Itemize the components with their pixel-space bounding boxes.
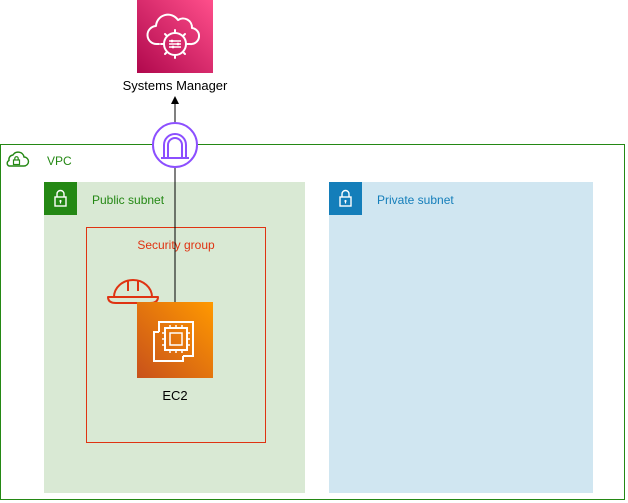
vpc-label: VPC [47,154,72,168]
private-subnet [329,182,593,493]
vpc-cloud-lock-icon [6,151,30,167]
private-subnet-label: Private subnet [377,193,454,207]
security-group [86,227,266,443]
ec2-instance [137,302,213,378]
systems-manager-label: Systems Manager [122,78,228,93]
security-group-label: Security group [137,238,215,252]
public-subnet-padlock-icon [44,182,77,215]
ec2-instance-icon [153,321,194,362]
vpc-container [0,144,625,500]
systems-manager-icon [146,13,201,59]
hard-hat-icon [107,279,159,304]
private-subnet-padlock-icon [329,182,362,215]
public-subnet-label: Public subnet [92,193,165,207]
vpc-endpoint-icon [152,122,198,168]
ec2-label: EC2 [162,388,188,403]
systems-manager-service [137,0,213,73]
